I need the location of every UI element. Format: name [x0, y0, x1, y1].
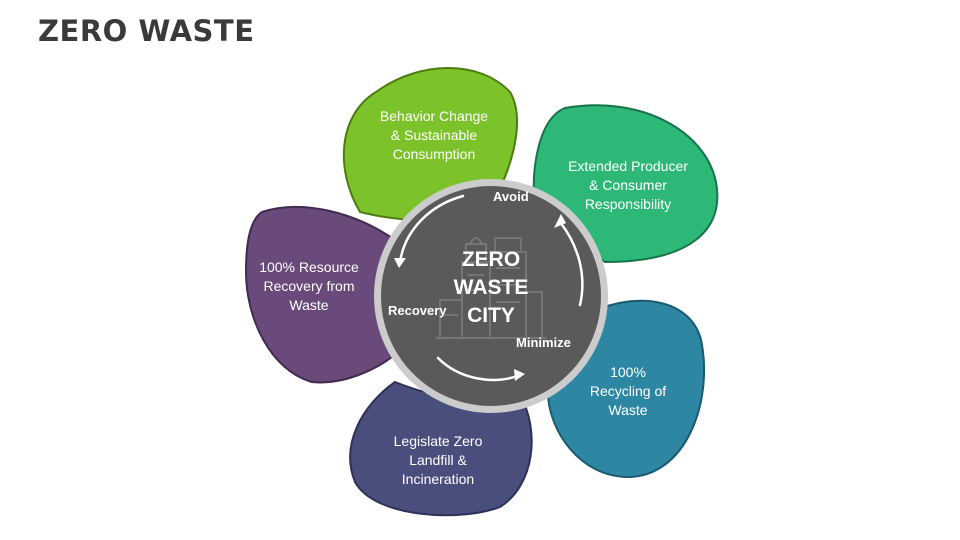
- arrowhead-top-left: [394, 258, 406, 268]
- arrowhead-bottom: [514, 369, 525, 381]
- petal-text-behavior-change: Behavior Change & Sustainable Consumptio…: [379, 108, 489, 162]
- petal-text-resource-recovery: 100% Resource Recovery from Waste: [259, 259, 359, 313]
- petal-text-recycling: 100% Recycling of Waste: [589, 364, 667, 418]
- cycle-arrow-bottom: [436, 356, 522, 382]
- center-label: ZERO WASTE CITY: [453, 248, 529, 327]
- cycle-label-recovery: Recovery: [388, 303, 447, 318]
- cycle-label-avoid: Avoid: [493, 189, 529, 204]
- city-buildings-icon: [436, 237, 546, 339]
- cycle-label-minimize: Minimize: [516, 335, 571, 350]
- page-title: ZERO WASTE: [38, 14, 255, 48]
- petal-text-extended-producer: Extended Producer & Consumer Responsibil…: [568, 158, 688, 212]
- arrowhead-right: [554, 214, 566, 228]
- petal-resource-recovery: [244, 205, 400, 384]
- cycle-arrow-top-left: [398, 194, 465, 264]
- cycle-arrow-right: [558, 220, 584, 307]
- petal-text-legislate: Legislate Zero Landfill & Incineration: [393, 433, 483, 487]
